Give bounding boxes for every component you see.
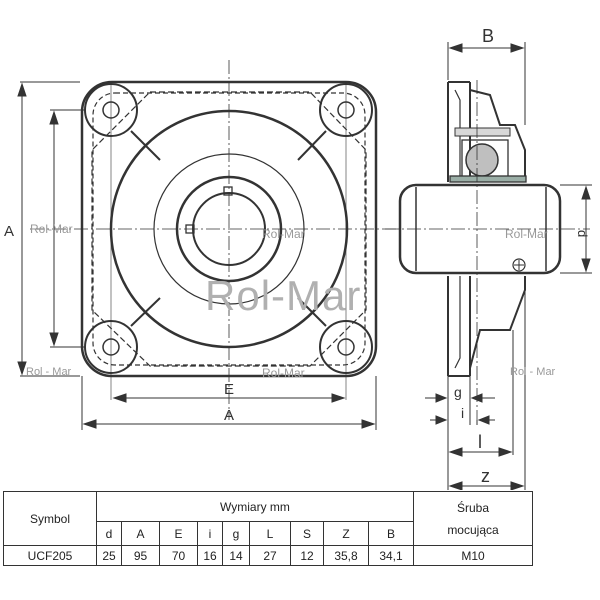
value-screw: M10 bbox=[413, 545, 533, 566]
dim-label-d: d bbox=[575, 230, 590, 237]
col-L: L bbox=[249, 521, 291, 546]
front-view bbox=[30, 60, 400, 420]
dim-label-E: E bbox=[224, 381, 234, 398]
symbol-header: Symbol bbox=[3, 491, 97, 546]
watermark-small-2: Rol-Mar bbox=[262, 227, 305, 241]
dimension-labels: B A E A d g i l z bbox=[4, 26, 590, 486]
dimensions-header: Wymiary mm bbox=[96, 491, 414, 522]
screw-header: Śruba mocująca bbox=[413, 491, 533, 546]
col-i: i bbox=[197, 521, 223, 546]
dim-label-A-bottom: A bbox=[224, 407, 234, 424]
col-Z: Z bbox=[323, 521, 369, 546]
dim-label-i: i bbox=[461, 405, 464, 421]
watermark-main: Rol-Mar bbox=[205, 272, 362, 319]
col-S: S bbox=[290, 521, 324, 546]
watermark-small-3: Rol-Mar bbox=[505, 227, 548, 241]
row-symbol: UCF205 bbox=[3, 545, 97, 566]
dim-label-B: B bbox=[482, 26, 494, 46]
front-dimensions bbox=[17, 81, 377, 430]
dimensions-table: Symbol Wymiary mm Śruba mocująca d A E i… bbox=[3, 491, 533, 566]
value-i: 16 bbox=[197, 545, 223, 566]
col-g: g bbox=[222, 521, 250, 546]
col-B: B bbox=[368, 521, 414, 546]
watermark-small-1: Rol-Mar bbox=[30, 222, 73, 236]
side-view bbox=[385, 80, 590, 420]
watermark-small-4: Rol - Mar bbox=[26, 366, 72, 378]
table-row: UCF205 25 95 70 16 14 27 12 35,8 34,1 M1… bbox=[3, 545, 533, 566]
value-S: 12 bbox=[290, 545, 324, 566]
bearing-ball bbox=[465, 143, 499, 177]
watermark-small-6: Rol - Mar bbox=[510, 366, 556, 378]
dim-label-g: g bbox=[454, 384, 462, 400]
value-d: 25 bbox=[96, 545, 122, 566]
side-dimensions bbox=[425, 42, 592, 490]
col-A: A bbox=[121, 521, 160, 546]
dim-label-l: l bbox=[478, 432, 482, 452]
value-Z: 35,8 bbox=[323, 545, 369, 566]
housing-side bbox=[469, 89, 526, 369]
watermark-small-5: Rol-Mar bbox=[262, 366, 305, 380]
value-A: 95 bbox=[121, 545, 160, 566]
value-E: 70 bbox=[159, 545, 198, 566]
col-E: E bbox=[159, 521, 198, 546]
dim-label-z: z bbox=[481, 466, 490, 486]
value-L: 27 bbox=[249, 545, 291, 566]
value-B: 34,1 bbox=[368, 545, 414, 566]
raised-pad-dashed bbox=[91, 91, 367, 367]
col-d: d bbox=[96, 521, 122, 546]
grease-nipple-icon bbox=[512, 258, 526, 272]
value-g: 14 bbox=[222, 545, 250, 566]
technical-drawing: B A E A d g i l z bbox=[4, 26, 592, 490]
shaft bbox=[398, 183, 562, 275]
dim-label-A-side: A bbox=[4, 223, 14, 240]
